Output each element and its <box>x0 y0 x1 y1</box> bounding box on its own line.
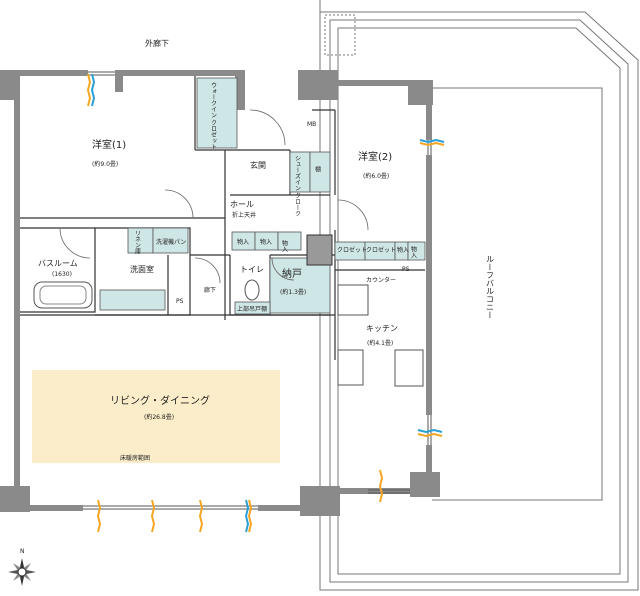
bedroom2-area: (約6.0畳) <box>363 172 389 180</box>
kitchen-area: (約4.1畳) <box>367 339 393 347</box>
airflow-markers <box>86 73 445 533</box>
washer-pan <box>152 227 189 254</box>
kitchen-name: キッチン <box>366 324 398 333</box>
living-name: リビング・ダイニング <box>110 394 210 407</box>
pipe-shaft <box>306 234 333 266</box>
airflow-blue-icon <box>417 428 443 434</box>
shoes-shelf-label: 棚 <box>314 165 321 173</box>
bathtub <box>33 281 93 309</box>
living-floor-heating <box>32 370 280 463</box>
bedroom1-area: (約9.0畳) <box>92 160 118 168</box>
closet-label-1: クロゼット <box>337 246 367 254</box>
counter-label: カウンター <box>366 276 396 284</box>
toilet-label: トイレ <box>240 265 264 274</box>
floor-heating-label: 床暖房範囲 <box>120 454 150 462</box>
airflow-orange-icon <box>96 499 102 533</box>
living-area: (約26.8畳) <box>144 413 174 421</box>
storage-label-2: 物入 <box>260 238 272 246</box>
airflow-orange-icon <box>417 432 443 438</box>
stove <box>337 284 369 316</box>
washer-label: 洗濯機パン <box>156 238 186 246</box>
storage-label-4: 物入 <box>397 246 409 254</box>
windows <box>83 71 432 510</box>
corridor-inner-label: 廊下 <box>204 286 216 294</box>
washroom-label: 洗面室 <box>130 264 154 274</box>
outer-walls <box>0 70 440 516</box>
sink <box>337 349 364 386</box>
airflow-blue-icon <box>419 138 445 144</box>
shoes-shelf <box>309 151 331 193</box>
fridge <box>394 349 424 387</box>
balcony-fixture <box>324 14 356 56</box>
bathroom-name: バスルーム <box>38 259 78 268</box>
storage-label-3: 物入 <box>281 239 288 252</box>
storeroom-name: 納戸 <box>282 267 302 280</box>
doors <box>59 109 369 284</box>
bedroom1-name: 洋室(1) <box>92 138 126 151</box>
bathroom-size: (1630) <box>52 271 72 278</box>
toilet-bowl <box>244 279 260 301</box>
compass-icon <box>8 558 36 586</box>
hall-label: ホール <box>230 200 254 209</box>
airflow-blue-icon <box>90 73 96 107</box>
storeroom-area: (約1.3畳) <box>280 288 306 296</box>
shoes-closet-label: シューズイン クローク <box>294 155 301 217</box>
storage-label-5: 物入 <box>410 245 417 258</box>
storage-areas <box>99 77 426 315</box>
airflow-orange-icon <box>378 469 384 503</box>
entrance-label: 玄関 <box>250 160 266 170</box>
compass-north-label: N <box>20 548 25 555</box>
bathtub-inner <box>39 285 87 305</box>
mb-label: MB <box>307 121 316 128</box>
bedroom2-name: 洋室(2) <box>358 150 392 163</box>
roof-balcony-label: ルーフバルコニー <box>486 255 495 319</box>
closet-label-2: クロゼット <box>366 246 396 254</box>
toilet-shelf-label: 上部吊戸棚 <box>237 305 267 313</box>
toilet-shelf <box>234 301 271 315</box>
linen-label: リネン庫 <box>134 230 141 255</box>
ps-label-kitchen: PS <box>402 266 410 273</box>
airflow-orange-icon <box>419 141 445 147</box>
airflow-orange-icon <box>198 499 204 533</box>
hall-ceiling-label: 折上天井 <box>232 211 256 219</box>
linen-closet <box>127 227 154 254</box>
walkin-closet <box>196 77 238 149</box>
ps-label-washroom: PS <box>176 298 184 305</box>
outside-corridor-label: 外廊下 <box>145 38 169 48</box>
airflow-orange-icon <box>247 499 253 533</box>
airflow-orange-icon <box>150 499 156 533</box>
airflow-orange-icon <box>86 73 92 107</box>
walkin-closet-label: ウォークイン クロゼット <box>210 82 217 150</box>
storeroom <box>269 257 331 314</box>
storage-label-1: 物入 <box>237 238 249 246</box>
airflow-blue-icon <box>244 499 250 533</box>
